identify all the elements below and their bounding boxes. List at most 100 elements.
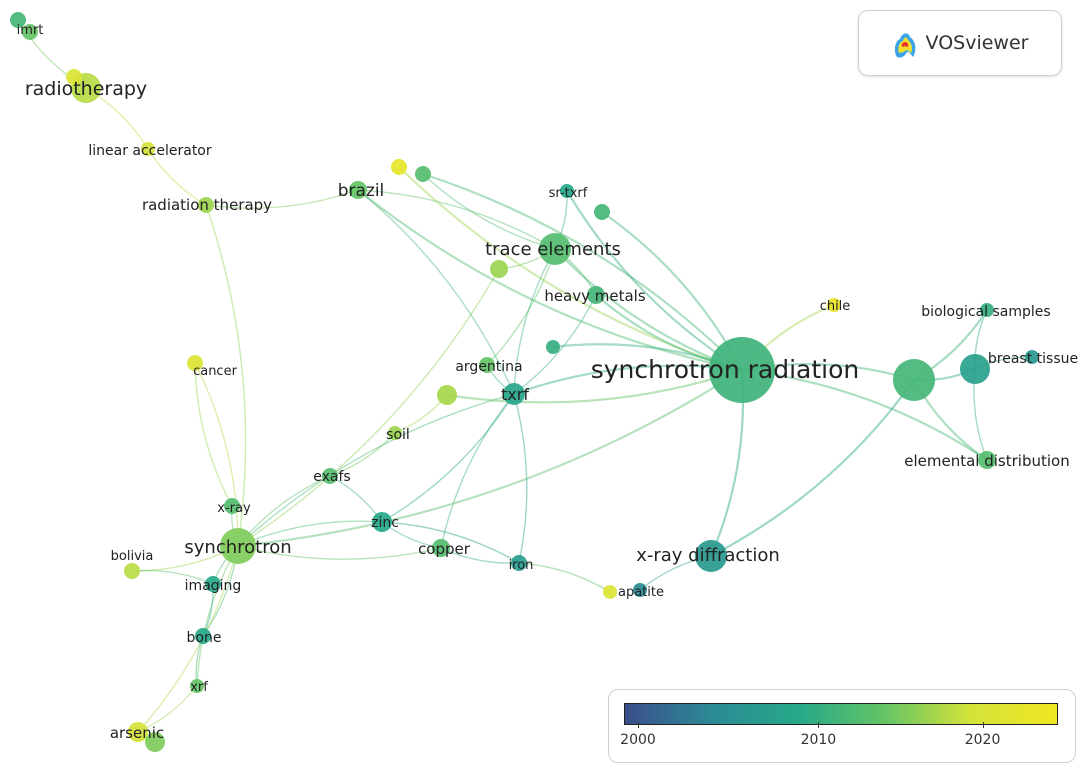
node-brazil[interactable]	[349, 181, 367, 199]
label-bolivia: bolivia	[111, 549, 154, 564]
link-txrf-iron	[513, 393, 528, 564]
link-bolivia-imaging	[131, 569, 214, 585]
label-radiotherapy: radiotherapy	[25, 78, 147, 100]
node-xray-diffraction[interactable]	[695, 540, 727, 572]
label-biological-samples: biological samples	[921, 304, 1050, 320]
legend-gradient-bar	[624, 703, 1058, 725]
link-synchrotron-copper	[237, 545, 442, 560]
link-n_teal1-synchrotron_radiation	[422, 172, 743, 371]
node-linear-accelerator[interactable]	[141, 142, 155, 156]
link-iron-apatite	[518, 562, 611, 593]
label-cancer: cancer	[193, 364, 237, 379]
label-txrf: txrf	[501, 385, 529, 404]
node-apatite2[interactable]	[633, 583, 647, 597]
node-n-teal1[interactable]	[415, 166, 431, 182]
label-imrt: imrt	[17, 23, 44, 38]
link-txrf-copper	[440, 393, 515, 549]
label-chile: chile	[820, 299, 851, 314]
legend-tick	[638, 722, 639, 728]
link-radiation_therapy-brazil	[205, 189, 359, 209]
node-imrt[interactable]	[10, 12, 26, 28]
label-synchrotron: synchrotron	[184, 537, 291, 558]
link-cancer-xray	[194, 362, 233, 507]
node-breast-tissue[interactable]	[1025, 350, 1039, 364]
label-brazil: brazil	[338, 181, 385, 201]
label-xray-diffraction: x-ray diffraction	[636, 545, 780, 566]
node-imrt2[interactable]	[22, 24, 38, 40]
link-brazil-txrf	[357, 189, 515, 395]
node-breast-tissue-big[interactable]	[960, 354, 990, 384]
node-synchrotron[interactable]	[220, 528, 256, 564]
link-brazil-trace_elements	[357, 189, 556, 250]
node-n-teal2[interactable]	[594, 204, 610, 220]
label-arsenic: arsenic	[110, 724, 164, 742]
node-chile[interactable]	[827, 298, 841, 312]
node-heavy-metals[interactable]	[587, 286, 605, 304]
node-sr-txrf[interactable]	[560, 184, 574, 198]
label-trace-elements: trace elements	[485, 239, 621, 260]
node-imaging[interactable]	[205, 576, 221, 592]
label-bone: bone	[187, 630, 222, 646]
label-imaging: imaging	[185, 578, 242, 594]
node-synchrotron-radiation[interactable]	[709, 337, 775, 403]
labels-layer: imrt radiotherapy linear accelerator radiat…	[17, 23, 1078, 742]
nodes-layer	[10, 12, 1039, 752]
label-exafs: exafs	[313, 469, 350, 485]
node-biological-samples[interactable]	[980, 303, 994, 317]
node-arsenic2[interactable]	[145, 732, 165, 752]
label-copper: copper	[418, 540, 471, 558]
label-iron: iron	[509, 558, 534, 573]
node-n-yellow1[interactable]	[391, 159, 407, 175]
node-soil[interactable]	[388, 426, 402, 440]
node-cancer[interactable]	[187, 355, 203, 371]
label-soil: soil	[386, 427, 410, 443]
node-copper[interactable]	[432, 539, 450, 557]
node-radiotherapy2[interactable]	[66, 69, 82, 85]
node-radiation-therapy[interactable]	[198, 197, 214, 213]
label-zinc: zinc	[371, 515, 399, 531]
link-n_green2-synchrotron_radiation	[446, 368, 743, 404]
vosviewer-heatmap-icon	[894, 33, 915, 58]
node-xrf[interactable]	[190, 679, 204, 693]
node-sr-big2[interactable]	[893, 359, 935, 401]
node-xray[interactable]	[224, 498, 240, 514]
label-apatite: apatite	[618, 585, 664, 600]
label-heavy-metals: heavy metals	[544, 287, 646, 305]
label-radiation-therapy: radiation therapy	[142, 196, 272, 214]
node-bone[interactable]	[195, 628, 211, 644]
node-n-green2[interactable]	[437, 385, 457, 405]
logo-text: VOSviewer	[925, 32, 1029, 54]
node-n-green1[interactable]	[490, 260, 508, 278]
label-sr-txrf: sr-txrf	[549, 186, 588, 201]
legend-tick	[818, 722, 820, 728]
link-heavy_metals-txrf	[513, 294, 597, 395]
node-n-teal3[interactable]	[546, 340, 560, 354]
node-argentina[interactable]	[479, 357, 495, 373]
link-trace_elements-txrf	[513, 248, 556, 395]
label-linear-accelerator: linear accelerator	[88, 143, 212, 159]
legend-tick-label: 2010	[800, 732, 837, 748]
link-brazil-synchrotron_radiation	[357, 189, 743, 372]
label-xrf: xrf	[190, 680, 208, 695]
node-iron[interactable]	[511, 555, 527, 571]
node-arsenic[interactable]	[128, 722, 148, 742]
label-xray: x-ray	[217, 501, 251, 516]
link-txrf-synchrotron	[237, 393, 515, 547]
links-layer	[17, 19, 1033, 743]
legend-tick-label: 2020	[964, 732, 1001, 748]
node-txrf[interactable]	[503, 383, 525, 405]
node-bolivia[interactable]	[124, 563, 140, 579]
link-synchrotron_radiation-elemental_distribution	[741, 368, 988, 461]
node-exafs[interactable]	[322, 468, 338, 484]
node-apatite[interactable]	[603, 585, 617, 599]
legend-tick	[982, 722, 984, 728]
label-synchrotron-radiation: synchrotron radiation	[591, 355, 860, 384]
link-zinc-iron	[381, 521, 520, 564]
vosviewer-logo[interactable]: VOSviewer	[858, 10, 1062, 76]
node-zinc[interactable]	[372, 512, 392, 532]
node-elemental-distribution[interactable]	[978, 451, 996, 469]
label-elemental-distribution: elemental distribution	[904, 452, 1069, 470]
node-trace-elements[interactable]	[539, 233, 571, 265]
